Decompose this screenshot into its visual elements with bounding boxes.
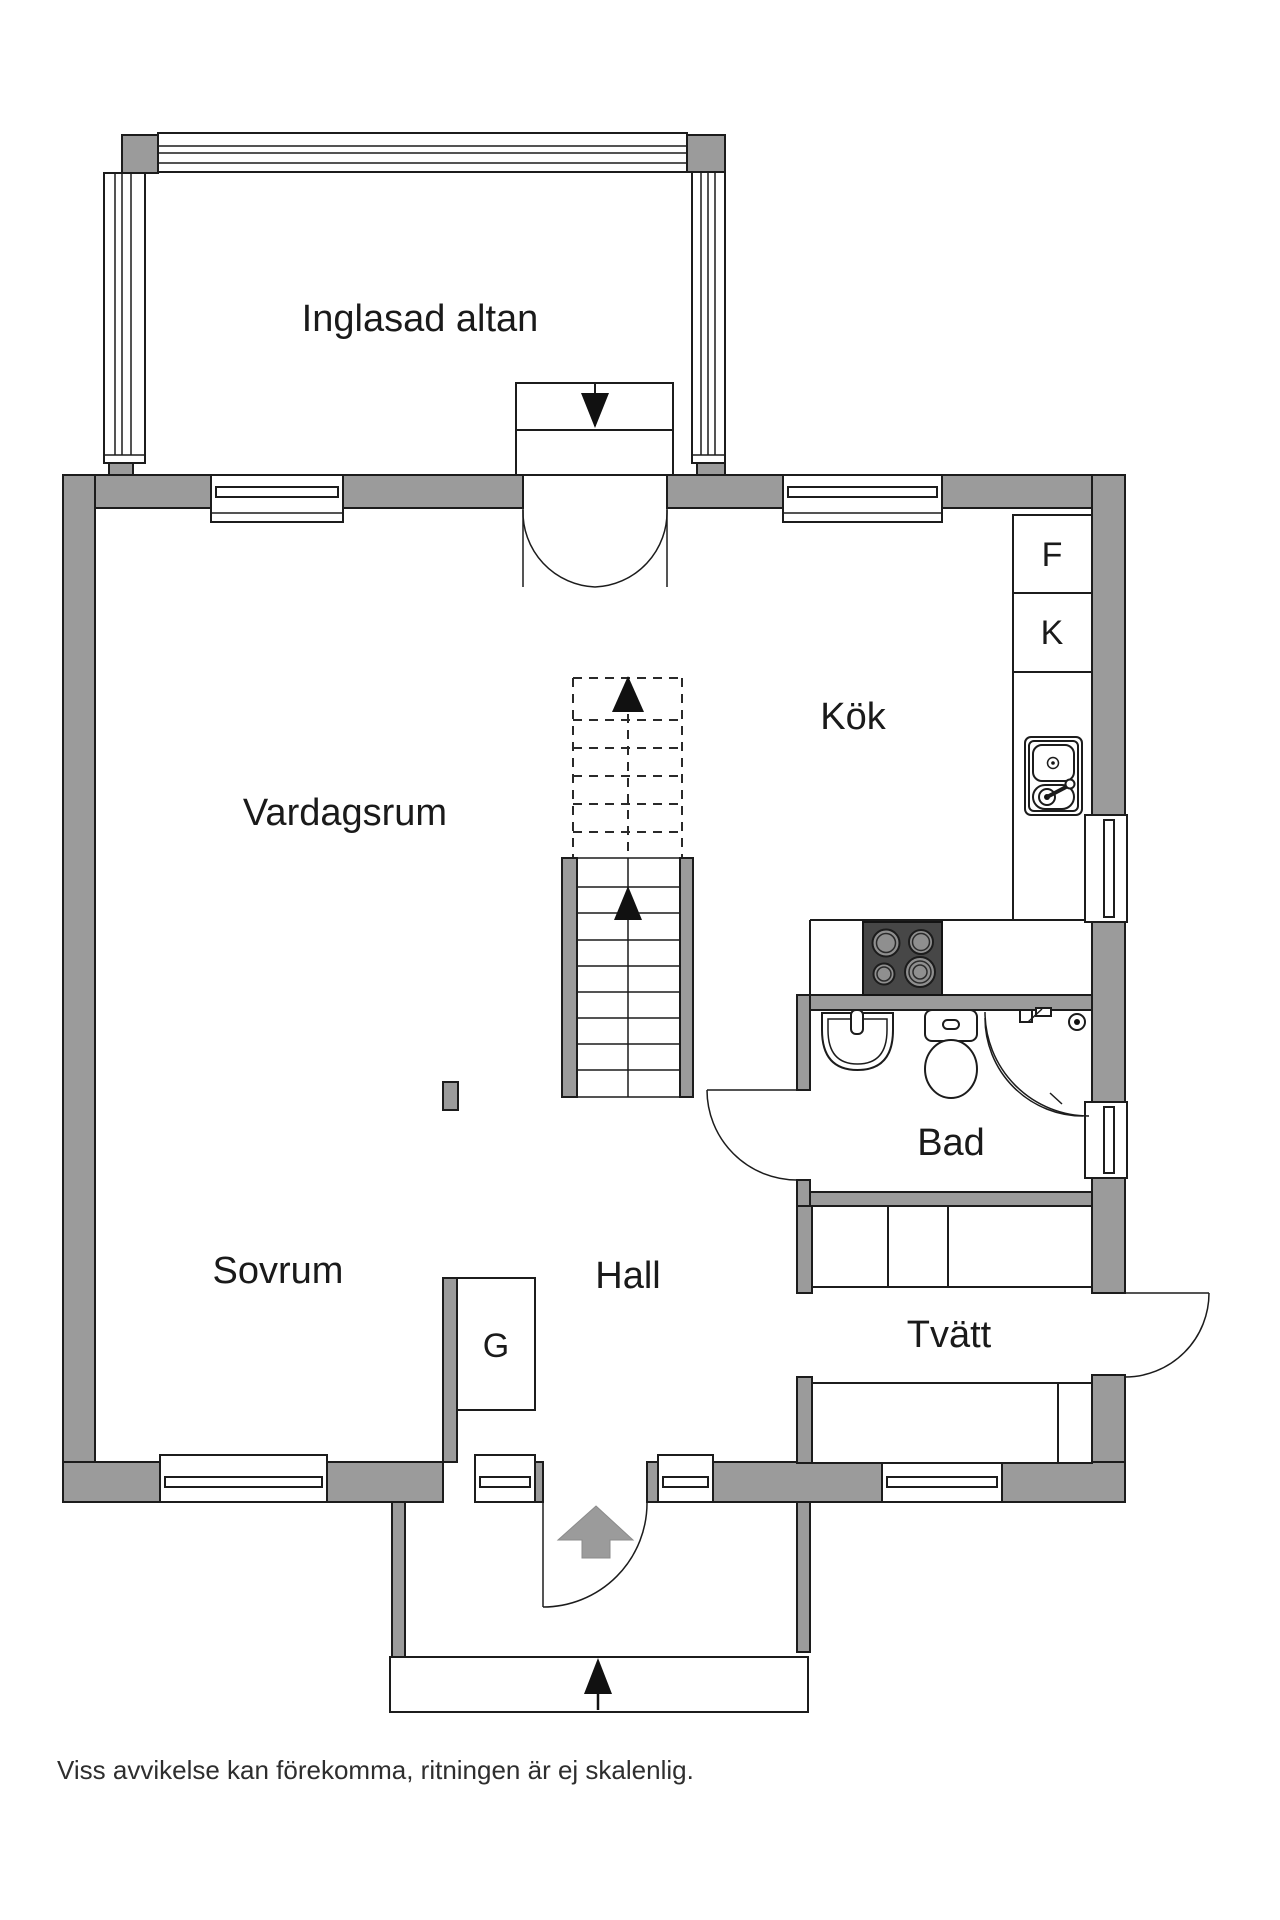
window-bedroom-bottom bbox=[159, 1454, 328, 1503]
disclaimer-note: Viss avvikelse kan förekomma, ritningen … bbox=[57, 1755, 694, 1785]
outdoor-steps-arrow-icon bbox=[584, 1658, 612, 1710]
windows bbox=[159, 474, 1128, 1503]
room-label-bedroom: Sovrum bbox=[213, 1250, 344, 1292]
closets: G bbox=[456, 1205, 1093, 1464]
patio-corner-post-right bbox=[686, 134, 726, 173]
room-label-hall: Hall bbox=[595, 1255, 660, 1297]
toilet-icon bbox=[924, 1009, 978, 1099]
window-kitchen-top bbox=[782, 474, 943, 523]
stairs-dashed-upper-flight bbox=[572, 676, 683, 858]
wall-stub-bedroom bbox=[442, 1081, 459, 1111]
shower-icon bbox=[984, 1007, 1090, 1117]
fridge-box bbox=[1012, 514, 1093, 594]
window-wardrobe-bottom bbox=[474, 1454, 536, 1503]
window-living-room-top bbox=[210, 474, 344, 523]
stairs bbox=[561, 676, 694, 1098]
room-label-bathroom: Bad bbox=[917, 1122, 985, 1164]
patio-window-band-top bbox=[157, 132, 688, 173]
wall-wardrobe-left bbox=[442, 1277, 458, 1463]
window-hall-bottom bbox=[657, 1454, 714, 1503]
freezer-label: K bbox=[1041, 614, 1064, 652]
wall-bathroom-bottom bbox=[809, 1191, 1093, 1207]
window-kitchen-right bbox=[1084, 814, 1128, 923]
patio-window-band-left bbox=[103, 172, 146, 476]
entrance-vestibule bbox=[389, 1501, 811, 1713]
room-label-laundry: Tvätt bbox=[907, 1314, 992, 1356]
fridge-label: F bbox=[1042, 536, 1063, 574]
patio-steps bbox=[515, 382, 674, 476]
exterior-walls bbox=[62, 474, 1126, 1503]
closet-row-laundry bbox=[811, 1382, 1093, 1464]
patio-window-band-right bbox=[691, 171, 726, 476]
patio-double-door bbox=[522, 508, 668, 588]
laundry-exterior-door bbox=[1124, 1292, 1210, 1378]
wall-bathroom-left-lower bbox=[796, 1179, 811, 1207]
patio-corner-post-left bbox=[121, 134, 159, 174]
wardrobe-closet: G bbox=[456, 1277, 536, 1411]
stairs-up-arrow-icon bbox=[614, 886, 642, 920]
entrance-door bbox=[542, 1501, 648, 1608]
wardrobe-label: G bbox=[483, 1327, 509, 1365]
vestibule-wall-left bbox=[391, 1501, 406, 1658]
stairs-lower-flight bbox=[561, 857, 694, 1098]
sink-icon bbox=[1024, 736, 1083, 816]
room-labels: Vardagsrum Kök Bad Sovrum Hall Tvätt bbox=[213, 696, 992, 1356]
freezer-box bbox=[1012, 592, 1093, 673]
kitchen-fittings: F K bbox=[809, 514, 1093, 996]
wall-laundry-left-pillar bbox=[796, 1376, 813, 1464]
glazed-patio: Inglasad altan bbox=[103, 132, 726, 476]
room-label-living-room: Vardagsrum bbox=[243, 792, 447, 834]
room-label-kitchen: Kök bbox=[820, 696, 886, 738]
stairs-up-arrow-icon bbox=[612, 676, 644, 712]
washbasin-icon bbox=[821, 1009, 894, 1072]
wall-left bbox=[62, 474, 96, 1463]
bathroom-fixtures bbox=[821, 1007, 1090, 1117]
window-bathroom-right bbox=[1084, 1101, 1128, 1179]
stove-icon bbox=[862, 921, 943, 996]
bathroom-door bbox=[706, 1089, 798, 1181]
room-label-glazed-patio: Inglasad altan bbox=[302, 298, 539, 340]
entry-direction-arrow-icon bbox=[556, 1505, 635, 1559]
doors bbox=[522, 508, 1210, 1608]
wall-closet-left bbox=[796, 1205, 813, 1294]
vestibule-wall-right bbox=[796, 1501, 811, 1653]
closet-row-bathroom bbox=[811, 1205, 1093, 1288]
steps-down-arrow-icon bbox=[581, 393, 609, 428]
wall-bathroom-left-upper bbox=[796, 994, 811, 1091]
